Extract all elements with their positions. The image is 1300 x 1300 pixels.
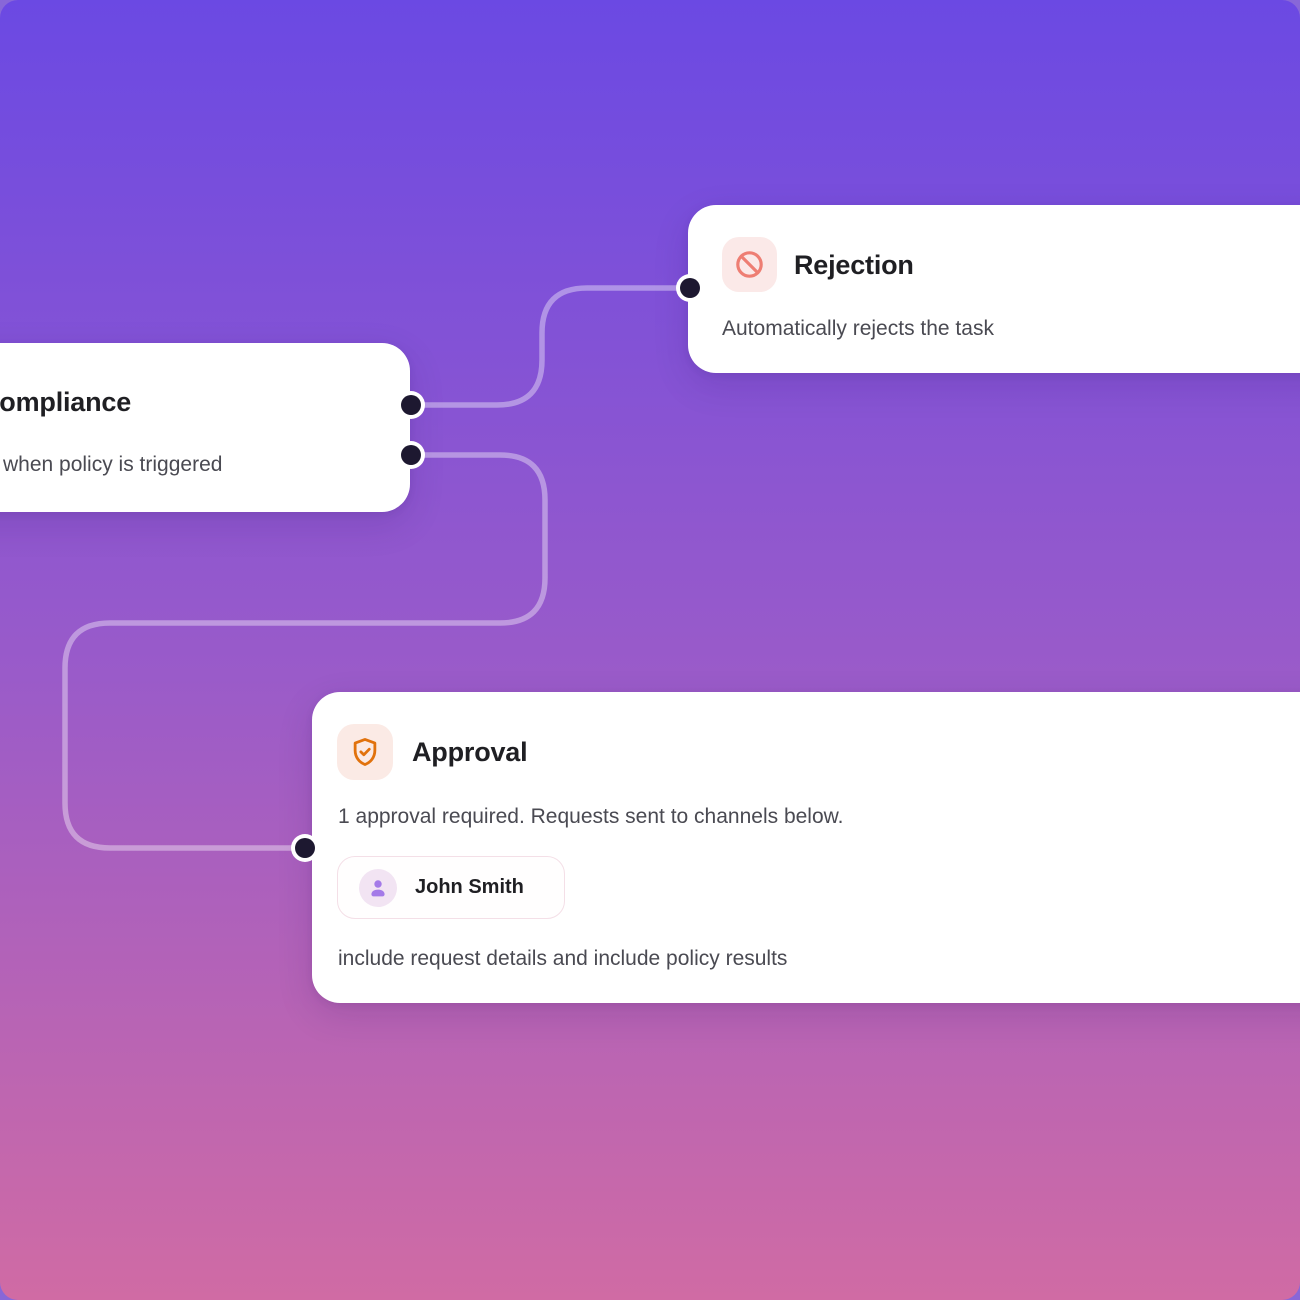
approval-title: Approval bbox=[412, 737, 528, 767]
approval-node[interactable]: Approval 1 approval required. Requests s… bbox=[312, 692, 1300, 1003]
shield-check-icon bbox=[337, 724, 393, 780]
ban-icon bbox=[722, 237, 777, 292]
approval-description: 1 approval required. Requests sent to ch… bbox=[338, 805, 844, 828]
rejection-title: Rejection bbox=[794, 250, 914, 280]
compliance-title: Compliance bbox=[0, 387, 132, 417]
compliance-node[interactable]: Compliance when policy is triggered bbox=[0, 343, 410, 512]
user-avatar bbox=[359, 868, 397, 907]
approver-chip[interactable]: John Smith bbox=[337, 856, 565, 919]
approver-name: John Smith bbox=[415, 876, 524, 898]
approval-footer-note: include request details and include poli… bbox=[338, 947, 788, 970]
connector-line-compliance-rejection bbox=[408, 285, 693, 408]
rejection-description: Automatically rejects the task bbox=[722, 317, 994, 340]
compliance-description: when policy is triggered bbox=[3, 453, 223, 476]
rejection-node[interactable]: Rejection Automatically rejects the task bbox=[688, 205, 1300, 373]
